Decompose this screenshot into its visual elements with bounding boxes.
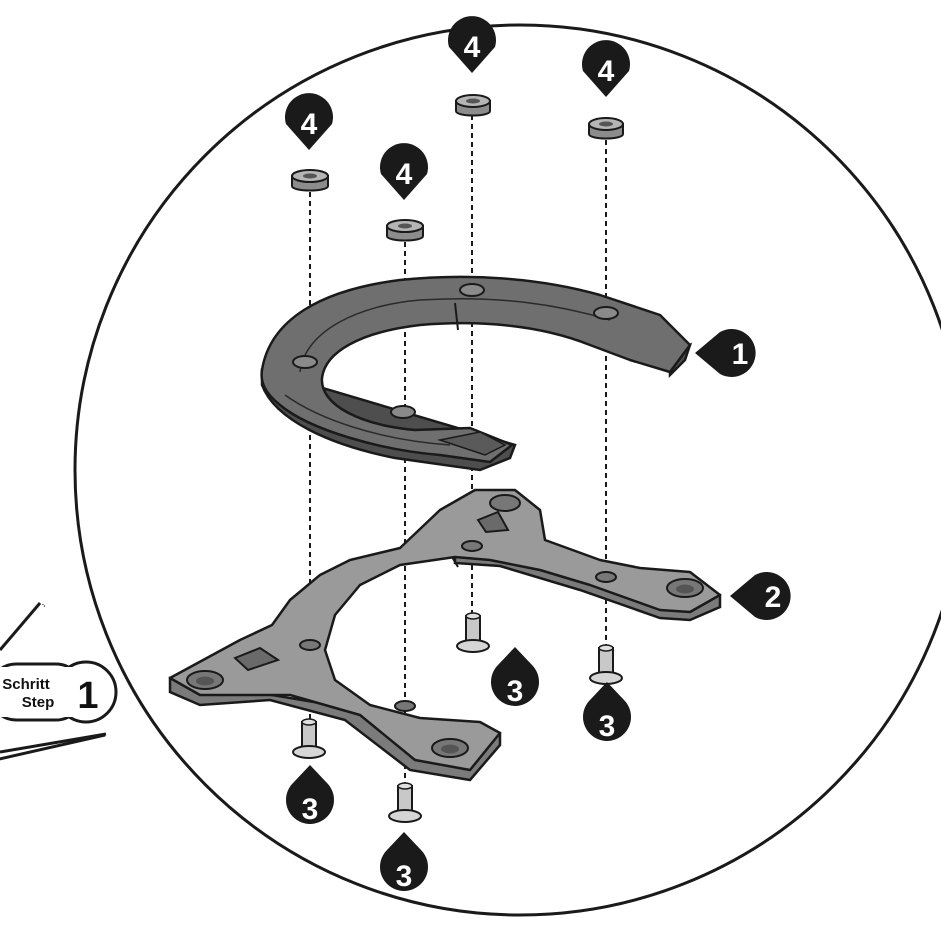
callout-number: 3 (507, 675, 524, 708)
callout-badge: 3 (380, 832, 429, 893)
callout-badge: 4 (285, 93, 333, 150)
callout-badge: 3 (491, 647, 540, 708)
callout-badge: 4 (582, 40, 630, 97)
callout-badge: 4 (448, 16, 496, 73)
screw (456, 612, 490, 653)
detail-circle (0, 23, 941, 917)
spacer (386, 219, 424, 242)
tank-ring (260, 275, 693, 472)
callout-badge: 1 (695, 329, 756, 377)
callouts: 4 4 4 4 1 2 3 3 (285, 16, 791, 893)
step-label: Schritt Step 1 (0, 660, 118, 724)
spacers (291, 94, 624, 242)
callout-number: 3 (302, 793, 319, 826)
adapter-plate (168, 488, 722, 782)
callout-badge: 2 (730, 572, 791, 620)
callout-number: 1 (732, 338, 749, 371)
screw (388, 782, 422, 823)
screw (292, 718, 326, 759)
callout-number: 4 (464, 31, 481, 64)
callout-number: 4 (598, 55, 615, 88)
step-number: 1 (77, 675, 98, 717)
callout-number: 3 (599, 710, 616, 743)
callout-number: 2 (765, 581, 782, 614)
spacer (588, 117, 624, 140)
callout-number: 4 (396, 158, 413, 191)
step-label-line2: Step (22, 694, 55, 711)
callout-number: 3 (396, 860, 413, 893)
spacer (291, 169, 329, 192)
callout-badge: 3 (286, 765, 334, 826)
callout-badge: 3 (583, 682, 631, 743)
callout-badge: 4 (380, 143, 428, 200)
spacer (455, 94, 491, 117)
callout-number: 4 (301, 108, 318, 141)
step-label-line1: Schritt (2, 676, 50, 693)
